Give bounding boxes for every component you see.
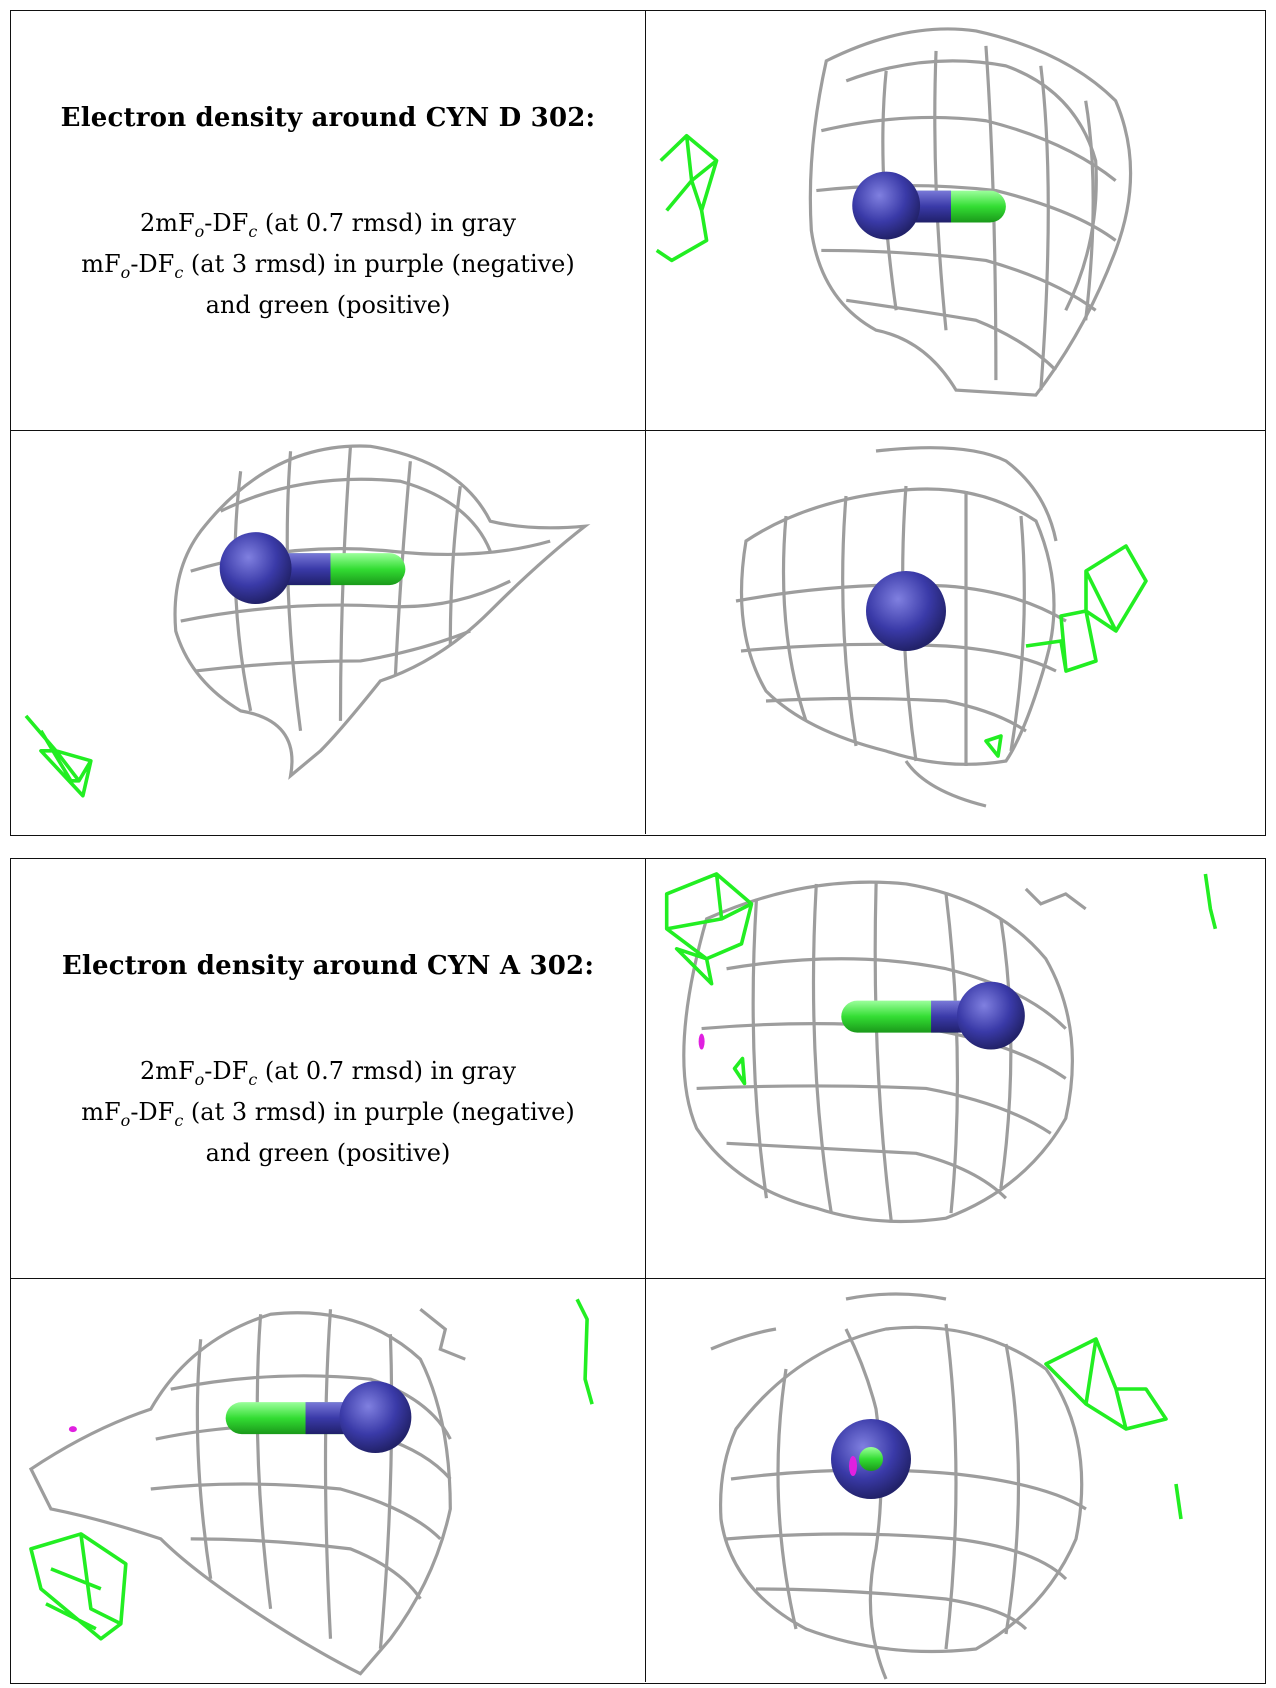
caption: Electron density around CYN D 302: 2mFo-… (11, 11, 645, 430)
density-render (710, 1292, 1183, 1680)
caption: Electron density around CYN A 302: 2mFo-… (11, 859, 645, 1278)
legend-line-2fofc: 2mFo-DFc (at 0.7 rmsd) in gray (139, 1057, 517, 1089)
caption-cell: Electron density around CYN A 302: 2mFo-… (11, 859, 646, 1279)
map-legend: 2mFo-DFc (at 0.7 rmsd) in gray mFo-DFc (… (11, 1055, 645, 1169)
nitrogen-atom (956, 981, 1025, 1050)
density-render (655, 27, 1133, 397)
positive-density-blob (664, 872, 1218, 1086)
cyanide-ligand (841, 981, 1025, 1050)
figure-panel-cyn-a-302: Electron density around CYN A 302: 2mFo-… (10, 858, 1266, 1684)
carbon-atom (859, 1447, 883, 1471)
legend-line-fofc: mFo-DFc (at 3 rmsd) in purple (negative) (81, 1097, 575, 1130)
positive-density-blob (984, 544, 1148, 758)
mesh-2fofc (28, 1308, 466, 1676)
mesh-2fofc (173, 444, 591, 780)
positive-density-blob (1044, 1337, 1183, 1520)
density-view-6 (646, 1279, 1265, 1682)
density-render (24, 444, 591, 798)
cyanide-ligand (831, 1419, 911, 1499)
nitrogen-atom (219, 532, 292, 605)
positive-density-blob (655, 133, 719, 263)
negative-density-blob (68, 1426, 77, 1433)
mesh-2fofc (710, 1292, 1087, 1680)
legend-line-colors: and green (positive) (205, 290, 451, 319)
density-view-1 (646, 11, 1265, 431)
density-view-5 (11, 1279, 646, 1682)
positive-density-blob (29, 1298, 594, 1641)
negative-density-blob (698, 1033, 705, 1050)
negative-density-blob (849, 1456, 857, 1476)
legend-line-colors: and green (positive) (205, 1138, 451, 1167)
legend-line-2fofc: 2mFo-DFc (at 0.7 rmsd) in gray (139, 209, 517, 241)
density-render (28, 1298, 594, 1676)
legend-line-fofc: mFo-DFc (at 3 rmsd) in purple (negative) (81, 249, 575, 282)
density-render (664, 872, 1218, 1224)
positive-density-blob (24, 714, 93, 798)
caption-cell: Electron density around CYN D 302: 2mFo-… (11, 11, 646, 431)
cyanide-ligand (866, 571, 946, 651)
nitrogen-atom (866, 571, 946, 651)
density-view-3 (646, 431, 1265, 834)
density-view-2 (11, 431, 646, 834)
figure-panel-cyn-d-302: Electron density around CYN D 302: 2mFo-… (10, 10, 1266, 836)
map-legend: 2mFo-DFc (at 0.7 rmsd) in gray mFo-DFc (… (11, 207, 645, 321)
density-render (735, 446, 1148, 808)
cyanide-ligand (219, 532, 406, 605)
residue-title: Electron density around CYN D 302: (60, 103, 596, 133)
nitrogen-atom (852, 171, 921, 240)
residue-title: Electron density around CYN A 302: (61, 951, 595, 981)
cyanide-ligand (852, 171, 1006, 240)
density-view-4 (646, 859, 1265, 1279)
nitrogen-atom (339, 1381, 412, 1454)
mesh-2fofc (735, 446, 1067, 808)
cyanide-ligand (225, 1381, 412, 1454)
